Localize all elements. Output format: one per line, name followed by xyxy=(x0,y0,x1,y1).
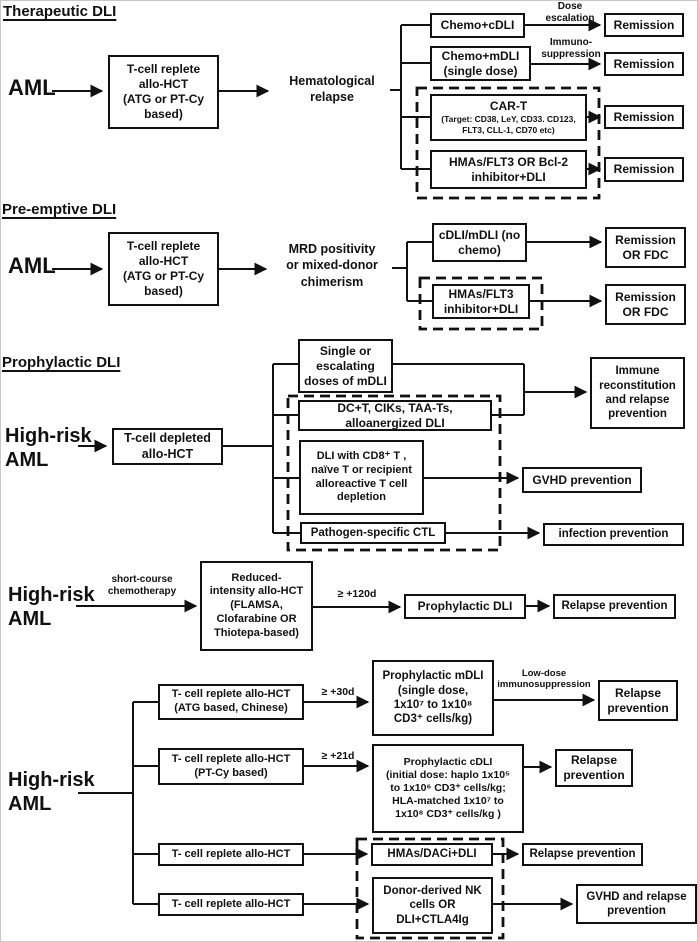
node-t-cell-depleted-allo-hct: T-cell depleted allo-HCT xyxy=(112,428,223,465)
node-t-cell-replete-allo-hct-2: T-cell replete allo-HCT (ATG or PT-Cy ba… xyxy=(108,232,219,306)
edge-label-30d: ≥ +30d xyxy=(321,686,355,698)
node-relapse-prevention-1: Relapse prevention xyxy=(553,594,676,619)
node-car-t: CAR-T (Target: CD38, LeY, CD33. CD123, F… xyxy=(430,94,587,141)
node-prophylactic-cdli: Prophylactic cDLI (initial dose: haplo 1… xyxy=(372,744,524,833)
car-t-targets: (Target: CD38, LeY, CD33. CD123, FLT3, C… xyxy=(441,113,576,135)
high-risk-aml-label-1: High-risk AML xyxy=(5,425,92,471)
node-relapse-prevention-3: Relapse prevention xyxy=(555,749,633,787)
edge-label-dose-escalation: Dose escalation xyxy=(545,1,595,24)
section-title-prophylactic: Prophylactic DLI xyxy=(2,354,121,371)
node-remission-3: Remission xyxy=(604,105,684,129)
node-gvhd-and-relapse-prevention: GVHD and relapse prevention xyxy=(576,884,697,924)
node-pathogen-specific-ctl: Pathogen-specific CTL xyxy=(300,522,446,544)
aml-label-therapeutic: AML xyxy=(8,75,56,100)
node-hmas-flt3-inhibitor-dli: HMAs/FLT3 inhibitor+DLI xyxy=(432,284,530,319)
dashed-group-experimental-prophylactic xyxy=(286,394,502,552)
edge-label-21d: ≥ +21d xyxy=(321,750,355,762)
high-risk-aml-label-2: High-risk AML xyxy=(8,584,95,630)
node-chemo-cdli: Chemo+cDLI xyxy=(430,13,525,38)
node-immune-reconstitution: Immune reconstitution and relapse preven… xyxy=(590,357,685,429)
node-relapse-prevention-4: Relapse prevention xyxy=(522,843,643,866)
node-replete-4: T- cell replete allo-HCT xyxy=(158,893,304,916)
node-prophylactic-mdli: Prophylactic mDLI (single dose, 1x10⁷ to… xyxy=(372,660,494,736)
node-replete-ptcy: T- cell replete allo-HCT (PT-Cy based) xyxy=(158,748,304,785)
node-prophylactic-dli: Prophylactic DLI xyxy=(404,594,526,619)
edge-label-120d: ≥ +120d xyxy=(337,588,377,600)
node-mrd-positivity: MRD positivity or mixed-donor chimerism xyxy=(286,242,378,289)
node-remission-4: Remission xyxy=(604,157,684,182)
node-hematological-relapse: Hematological relapse xyxy=(289,74,375,105)
high-risk-aml-label-3: High-risk AML xyxy=(8,769,95,815)
edge-label-immunosuppression: Immuno- suppression xyxy=(541,37,601,60)
node-infection-prevention: infection prevention xyxy=(543,523,684,546)
section-title-therapeutic: Therapeutic DLI xyxy=(3,3,117,20)
node-remission-2: Remission xyxy=(604,52,684,76)
node-single-escalating-mdli: Single or escalating doses of mDLI xyxy=(298,339,393,393)
node-remission-or-fdc-1: Remission OR FDC xyxy=(605,227,686,268)
node-gvhd-prevention: GVHD prevention xyxy=(522,467,642,493)
node-remission-1: Remission xyxy=(604,13,684,37)
node-reduced-intensity-allo-hct: Reduced- intensity allo-HCT (FLAMSA, Clo… xyxy=(200,561,313,651)
node-replete-atg-chinese: T- cell replete allo-HCT (ATG based, Chi… xyxy=(158,684,304,720)
node-dli-cd8-depletion: DLI with CD8⁺ T , naïve T or recipient a… xyxy=(299,440,424,515)
edge-label-short-course-chemo: short-course chemotherapy xyxy=(107,574,177,597)
aml-label-preemptive: AML xyxy=(8,253,56,278)
node-dct-ciks-taats: DC+T, CIKs, TAA-Ts, alloanergized DLI xyxy=(298,400,492,431)
car-t-title: CAR-T xyxy=(489,99,528,114)
node-t-cell-replete-allo-hct-1: T-cell replete allo-HCT (ATG or PT-Cy ba… xyxy=(108,55,219,129)
edge-label-low-dose-immunosuppression: Low-dose immunosuppression xyxy=(497,668,591,690)
node-hmas-daci-dli: HMAs/DACi+DLI xyxy=(371,843,493,866)
node-relapse-prevention-2: Relapse prevention xyxy=(598,680,678,721)
dashed-group-experimental-preemptive xyxy=(418,276,544,331)
node-hmas-flt3-bcl2-dli: HMAs/FLT3 OR Bcl-2 inhibitor+DLI xyxy=(430,150,587,189)
node-cdli-mdli-no-chemo: cDLI/mDLI (no chemo) xyxy=(432,223,527,262)
dashed-group-experimental-therapeutic xyxy=(415,86,601,200)
node-donor-derived-nk: Donor-derived NK cells OR DLI+CTLA4Ig xyxy=(372,877,493,934)
node-remission-or-fdc-2: Remission OR FDC xyxy=(605,284,686,325)
section-title-preemptive: Pre-emptive DLI xyxy=(2,201,117,218)
node-chemo-mdli: Chemo+mDLI (single dose) xyxy=(430,46,531,81)
node-replete-3: T- cell replete allo-HCT xyxy=(158,843,304,866)
dashed-group-experimental-replete xyxy=(355,837,505,940)
